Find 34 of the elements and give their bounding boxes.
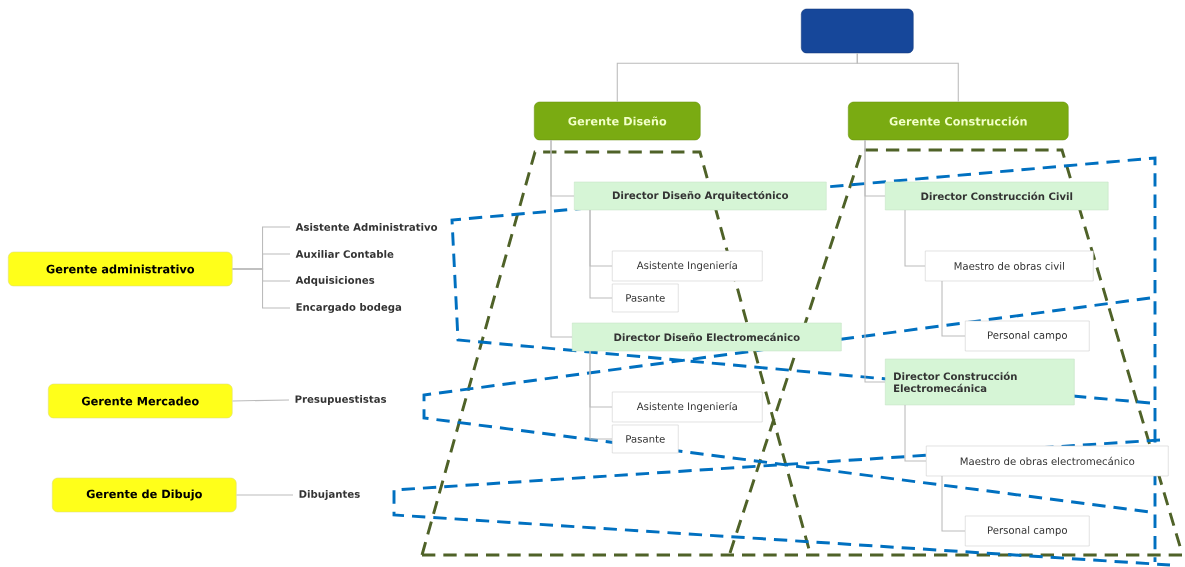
connector-line [232,399,290,402]
connector-line [864,139,886,383]
position-box: Pasante [612,424,679,454]
root-box [801,8,914,54]
position-box: Personal campo [965,515,1090,547]
position-box: Maestro de obras electromecánico [926,445,1169,477]
connector-line [856,52,959,103]
position-label: Encargado bodega [290,301,408,315]
connector-line [941,475,966,532]
manager-box: Gerente de Dibujo [52,477,237,513]
director-box: Director Diseño Arquitectónico [574,181,827,211]
connector-line [236,494,294,496]
director-box: Director Construcción Electromecánica [885,358,1075,406]
director-box: Director Diseño Electromecánico [572,322,842,352]
position-box: Personal campo [965,320,1090,352]
position-label: Auxiliar Contable [290,247,400,261]
connector-line [232,268,291,309]
manager-box: Gerente administrativo [8,251,233,287]
connector-line [589,209,613,299]
position-box: Pasante [612,283,679,313]
position-label: Asistente Administrativo [290,220,443,234]
position-label: Adquisiciones [290,274,381,288]
manager-box: Gerente Construcción [848,101,1069,141]
director-box: Director Construcción Civil [885,181,1109,211]
position-label: Dibujantes [293,488,366,502]
connector-line [941,280,966,337]
connector-line [904,404,927,462]
connector-line [589,350,613,440]
position-label: Presupuestistas [289,393,392,407]
position-box: Maestro de obras civil [925,250,1094,282]
connector-line [904,209,926,267]
manager-box: Gerente Diseño [534,101,701,141]
connector-line [550,139,573,338]
manager-box: Gerente Mercadeo [48,383,233,419]
